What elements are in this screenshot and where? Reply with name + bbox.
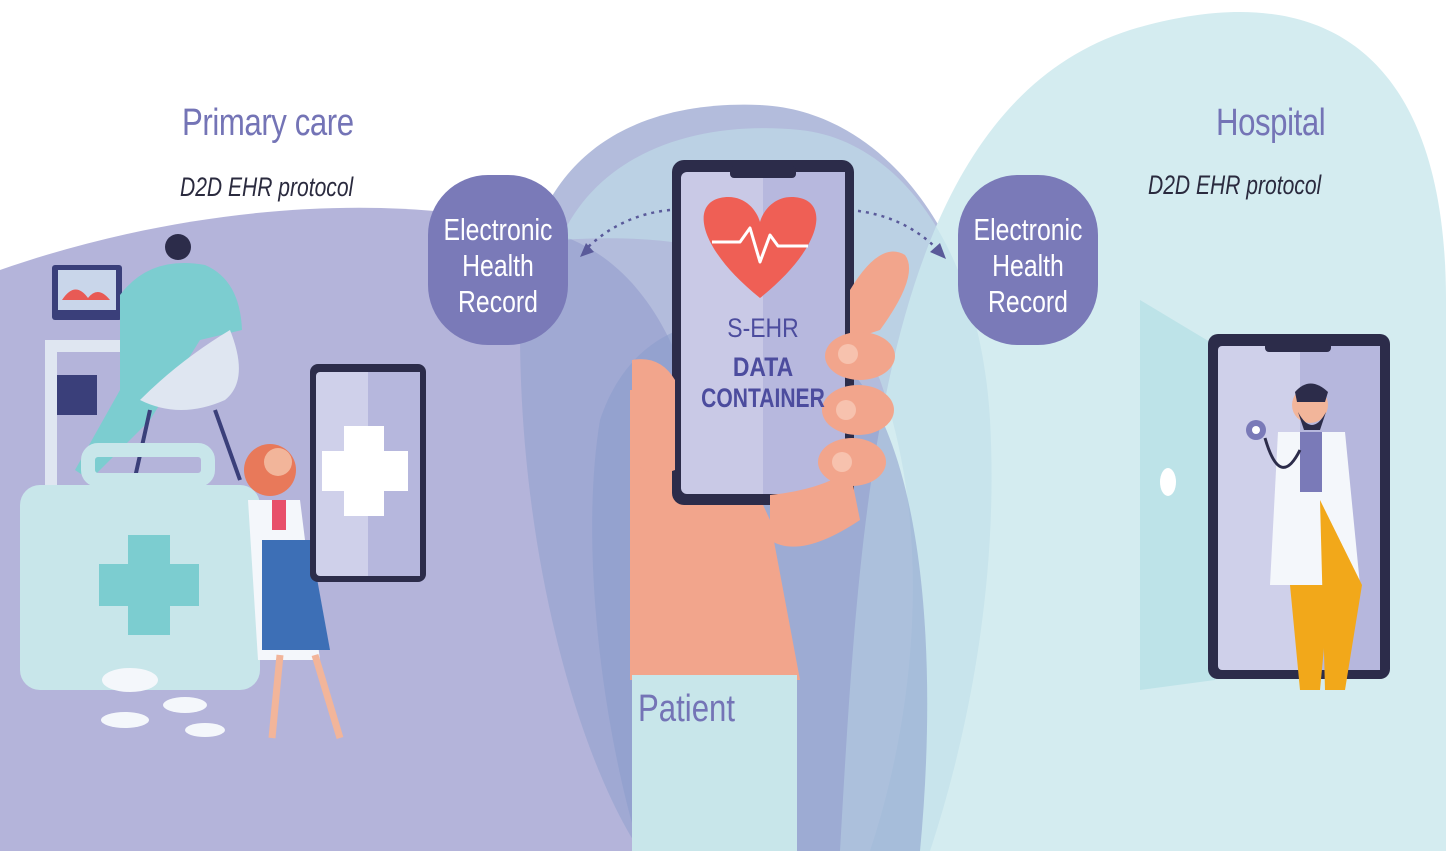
center-phone-line2: CONTAINER <box>701 383 825 413</box>
ehr-right-line2: Health <box>992 248 1064 283</box>
primary-care-title: Primary care <box>182 102 354 144</box>
hospital-title: Hospital <box>1216 102 1326 144</box>
arrow-to-hospital <box>849 208 941 253</box>
arrow-to-primary-care <box>584 208 671 251</box>
arrow-head-left <box>580 243 594 257</box>
finger-nails <box>832 344 858 472</box>
ehr-right-line1: Electronic <box>973 212 1083 247</box>
center-phone-line1: DATA <box>732 352 794 382</box>
center-phone-brand: S-EHR <box>727 313 799 343</box>
arrow-head-right <box>930 243 946 259</box>
center-phone-notch <box>730 166 796 178</box>
heart-icon <box>703 197 817 298</box>
ehr-left-line3: Record <box>458 284 538 319</box>
ehr-left-line1: Electronic <box>443 212 553 247</box>
doctor-seated-illustration <box>75 234 242 501</box>
ehr-bubble-left-text: Electronic Health Record <box>434 212 562 320</box>
small-phone-illustration <box>310 364 426 582</box>
medical-kit-illustration <box>20 443 260 737</box>
hospital-doctor-illustration <box>1246 383 1362 690</box>
ehr-bubble-right <box>958 175 1098 345</box>
ehr-left-line2: Health <box>462 248 534 283</box>
heartbeat-line-icon <box>712 226 808 264</box>
ehr-right-line3: Record <box>988 284 1068 319</box>
patient-label: Patient <box>638 688 736 730</box>
hospital-protocol: D2D EHR protocol <box>1148 170 1322 200</box>
ehr-bubble-right-text: Electronic Health Record <box>964 212 1092 320</box>
ehr-bubble-left <box>428 175 568 345</box>
patient-thumb <box>632 359 675 474</box>
patient-sleeve <box>632 675 797 851</box>
door-illustration <box>1140 300 1215 690</box>
primary-care-protocol: D2D EHR protocol <box>180 172 354 202</box>
